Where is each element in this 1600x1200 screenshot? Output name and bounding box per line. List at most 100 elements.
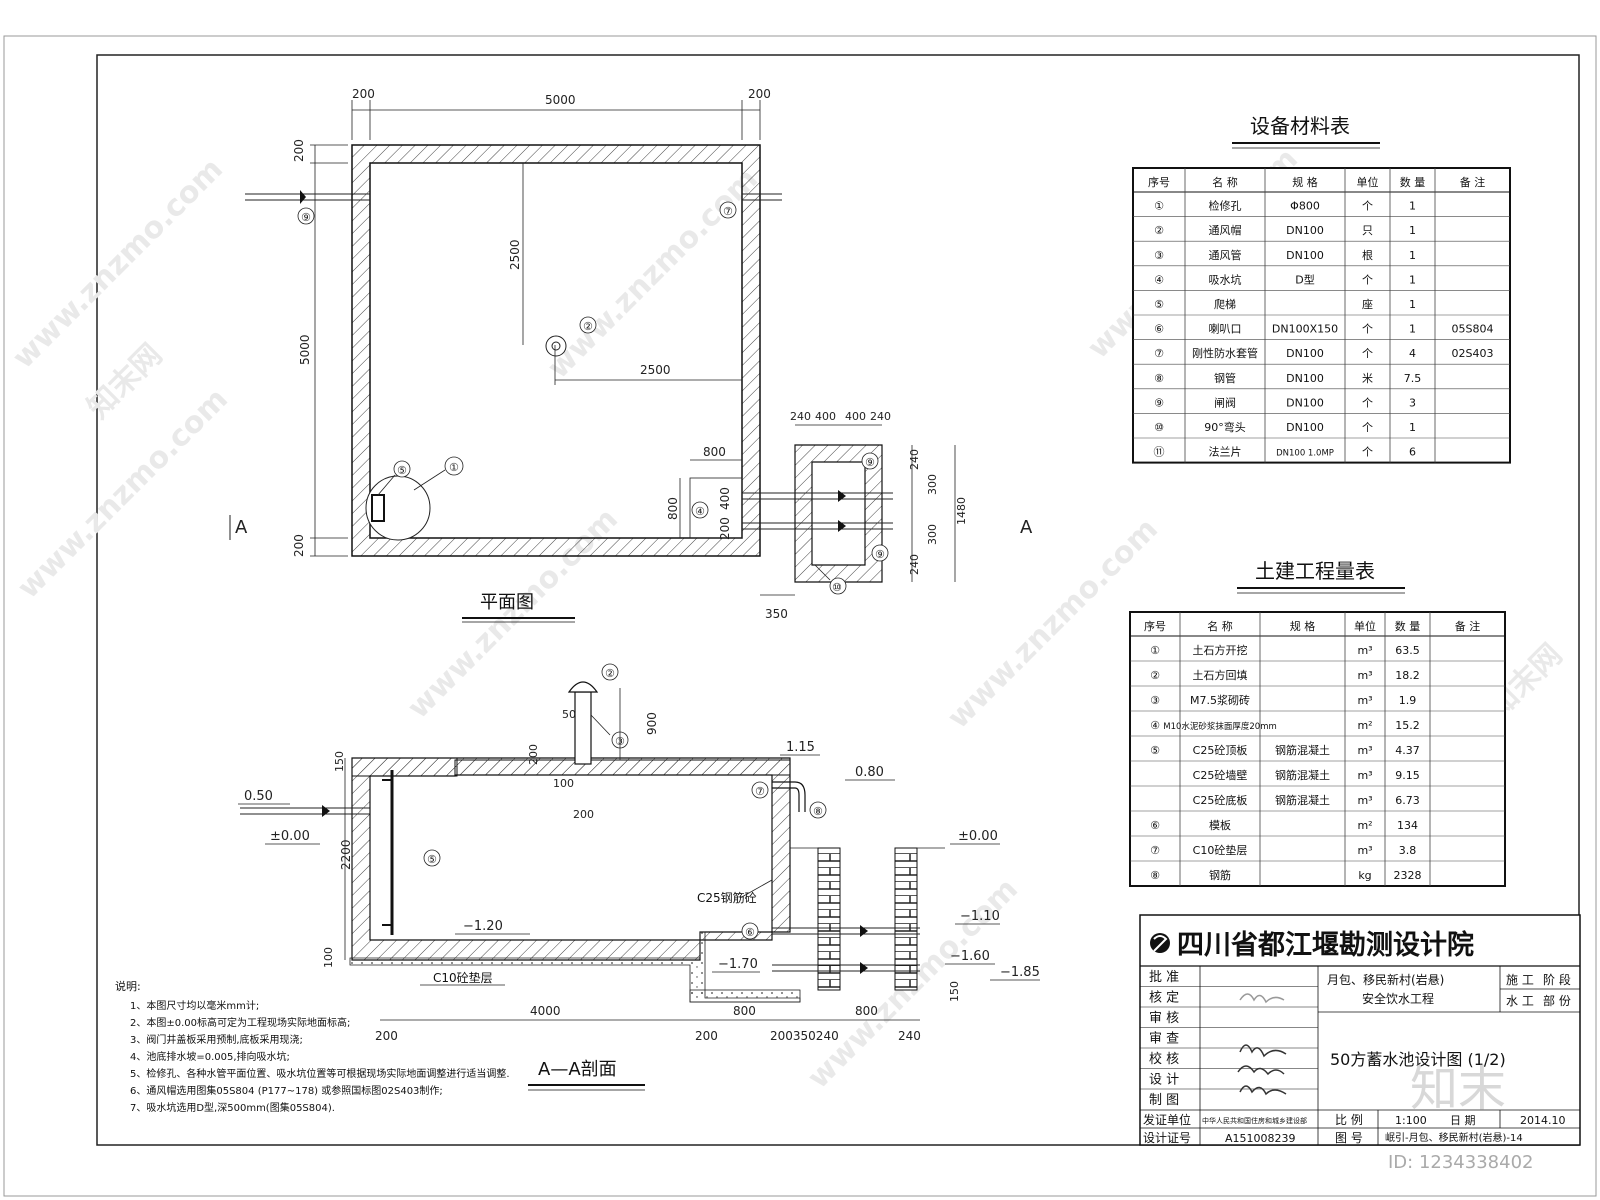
callout-4 xyxy=(691,501,709,519)
dim-200: 200 xyxy=(718,517,732,540)
civil_table-cell: 18.2 xyxy=(1395,669,1420,682)
svg-text:⑦: ⑦ xyxy=(723,205,733,218)
dim-v2500: 2500 xyxy=(508,239,522,270)
callout-2 xyxy=(579,316,597,334)
level-050: 0.50 xyxy=(244,789,273,804)
civil_table-cell: C25砼顶板 xyxy=(1193,743,1248,757)
ladder-symbol xyxy=(371,494,385,522)
dim-b200b: 200 xyxy=(695,1029,718,1043)
equipment_table-cell: DN100 xyxy=(1286,421,1324,434)
role-label: 核 定 xyxy=(1149,991,1179,1006)
note-3: 3、阀门井盖板采用预制,底板采用现浇; xyxy=(130,1033,303,1046)
note-5: 5、检修孔、各种水管平面位置、吸水坑位置等可根据现场实际地面调整进行适当调整. xyxy=(130,1067,510,1080)
dim-p240a: 240 xyxy=(790,410,811,423)
svg-text:www.znzmo.com: www.znzmo.com xyxy=(541,162,765,386)
civil_table-cell: 2328 xyxy=(1394,869,1422,882)
equipment_table-cell: 4 xyxy=(1409,347,1416,360)
civil_table-cell: ① xyxy=(1150,644,1160,657)
civil_table-cell: m³ xyxy=(1357,794,1372,807)
civil_table-cell: 土石方开挖 xyxy=(1193,643,1248,657)
dim-200a: 200 xyxy=(527,744,540,765)
equipment_table-cell: 个 xyxy=(1362,273,1373,286)
plan-view: 200 5000 200 200 5000 200 2500 2500 ② ① … xyxy=(229,87,1033,623)
issuer: 中华人民共和国住房和城乡建设部 xyxy=(1202,1116,1307,1125)
equipment_table-cell: D型 xyxy=(1295,272,1314,286)
role-label: 审 查 xyxy=(1149,1032,1179,1047)
civil_table-header: 数 量 xyxy=(1395,620,1421,633)
svg-text:④: ④ xyxy=(695,505,705,518)
dim-r1480: 1480 xyxy=(955,497,968,525)
equipment_table-cell: ④ xyxy=(1154,273,1164,286)
svg-text:⑨: ⑨ xyxy=(875,548,885,561)
equipment_table-cell: 喇叭口 xyxy=(1209,322,1242,336)
dim-400: 400 xyxy=(718,487,732,510)
civil_table-cell: m³ xyxy=(1357,644,1372,657)
cert-number: A151008239 xyxy=(1225,1132,1296,1145)
civil_table-header: 规 格 xyxy=(1290,619,1316,633)
civil_table-border xyxy=(1129,611,1506,887)
dim-p400b: 400 xyxy=(845,410,866,423)
equipment_table-cell: 个 xyxy=(1362,200,1373,213)
civil_table-cell: 15.2 xyxy=(1395,719,1420,732)
title-block: 四川省都江堰勘测设计院 批 准核 定审 核审 查校 核设 计制 图 月包、移民新… xyxy=(1139,914,1581,1146)
svg-text:知末网: 知末网 xyxy=(81,337,169,425)
asset-id: ID: 1234338402 xyxy=(1388,1152,1533,1173)
level-120: −1.20 xyxy=(463,919,503,934)
role-label: 设 计 xyxy=(1149,1073,1179,1088)
civil_table-cell: ② xyxy=(1150,669,1160,682)
equipment_table-cell: ⑤ xyxy=(1154,298,1164,311)
dim-b800b: 800 xyxy=(855,1004,878,1018)
civil_table-cell: 模板 xyxy=(1209,818,1231,832)
equipment_table-cell: 1 xyxy=(1409,249,1416,262)
equipment_table-cell: ② xyxy=(1154,224,1164,237)
stage-label-2: 水 工 xyxy=(1506,994,1534,1008)
callout-7 xyxy=(719,201,737,219)
civil_table-cell: 钢筋 xyxy=(1209,868,1231,882)
callout-9-left xyxy=(297,207,315,225)
scale-value: 1:100 xyxy=(1395,1114,1427,1127)
equipment_table-cell: DN100X150 xyxy=(1272,323,1338,336)
civil_table-cell: 6.73 xyxy=(1395,794,1420,807)
note-2: 2、本图±0.00标高可定为工程现场实际地面标高; xyxy=(130,1016,350,1029)
date-label: 日 期 xyxy=(1450,1114,1476,1127)
date-value: 2014.10 xyxy=(1520,1114,1566,1127)
level-000b: ±0.00 xyxy=(958,829,998,844)
project-line1: 月包、移民新村(岩悬) xyxy=(1327,972,1444,987)
stage-label-1: 阶 段 xyxy=(1543,972,1571,987)
equipment_table-cell: 通风管 xyxy=(1209,248,1242,262)
equipment_table-cell: 检修孔 xyxy=(1209,199,1242,213)
level-185: −1.85 xyxy=(1000,965,1040,980)
equipment_table-cell: 个 xyxy=(1362,446,1373,459)
vent-cap-symbol xyxy=(545,335,567,357)
civil_table-cell: 钢筋混凝土 xyxy=(1275,768,1330,782)
civil_table-cell: ⑧ xyxy=(1150,869,1160,882)
svg-text:②: ② xyxy=(605,667,615,680)
equipment_table-cell: 7.5 xyxy=(1404,372,1422,385)
equipment_table-cell: 座 xyxy=(1362,297,1373,311)
note-6: 6、通风帽选用图集05S804 (P177~178) 或参照国标图02S403制… xyxy=(130,1084,443,1097)
equipment_table-cell: 1 xyxy=(1409,323,1416,336)
plan-title: 平面图 xyxy=(480,592,534,613)
equipment_table-cell: DN100 xyxy=(1286,249,1324,262)
civil_table-cell: m³ xyxy=(1357,769,1372,782)
equipment_table-cell: 1 xyxy=(1409,273,1416,286)
dim-350: 350 xyxy=(765,607,788,621)
dim-200b: 200 xyxy=(573,808,594,821)
callout-1 xyxy=(444,456,464,476)
equipment_table-cell: 1 xyxy=(1409,421,1416,434)
civil_table-cell: 63.5 xyxy=(1395,644,1420,657)
equipment_table-cell: 闸阀 xyxy=(1214,395,1236,409)
institute-name: 四川省都江堰勘测设计院 xyxy=(1177,929,1474,961)
drawing-no-label: 图 号 xyxy=(1335,1131,1363,1145)
civil_table-cell: m³ xyxy=(1357,669,1372,682)
equipment_table-header: 名 称 xyxy=(1212,175,1238,189)
callout-5-sec xyxy=(423,849,441,867)
svg-text:⑧: ⑧ xyxy=(813,805,823,818)
stage-label-0: 施 工 xyxy=(1506,973,1534,987)
equipment_table-cell: 05S804 xyxy=(1452,323,1494,336)
civil_table-cell: m³ xyxy=(1357,744,1372,757)
equipment_table-cell: 根 xyxy=(1362,248,1373,262)
role-label: 批 准 xyxy=(1149,970,1179,985)
callout-6 xyxy=(741,922,759,940)
